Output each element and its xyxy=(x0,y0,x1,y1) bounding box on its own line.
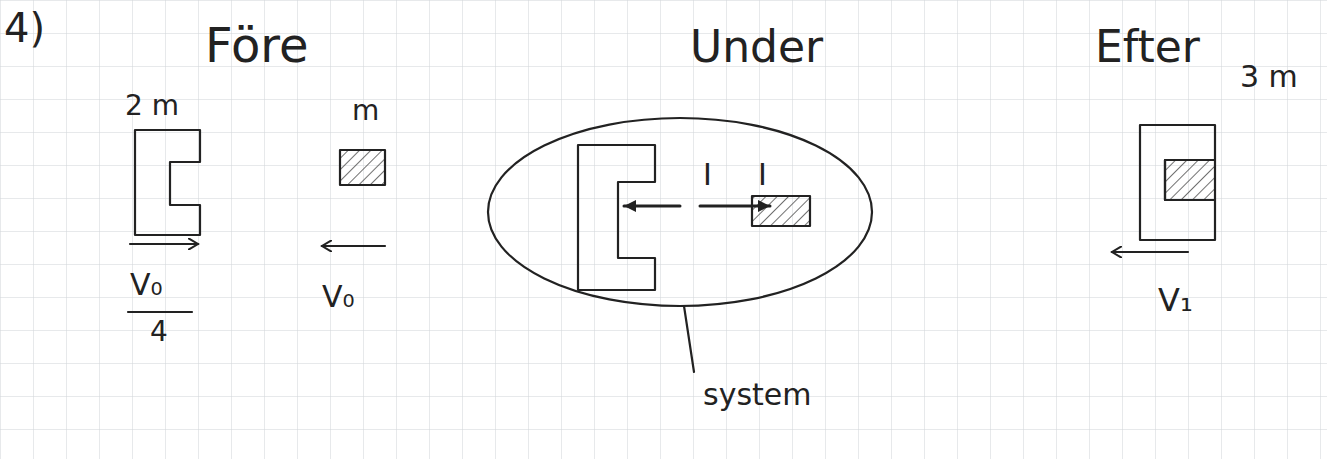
system-label: system xyxy=(703,378,811,413)
problem-number: 4) xyxy=(4,5,45,51)
system-boundary xyxy=(488,118,872,306)
small-block xyxy=(340,150,385,185)
mass-label: 3 m xyxy=(1240,60,1298,95)
stage-heading: Före xyxy=(205,18,308,73)
stage-heading: Under xyxy=(690,22,823,73)
mass-label: m xyxy=(352,95,379,127)
mass-label: 2 m xyxy=(125,90,179,122)
force-arrow xyxy=(700,205,770,208)
velocity-arrow xyxy=(130,243,198,245)
small-block xyxy=(752,196,810,226)
large-block xyxy=(135,130,200,235)
velocity-arrow xyxy=(322,245,385,247)
fraction-bar xyxy=(128,311,192,313)
small-block xyxy=(1165,160,1215,200)
velocity-label: V₀ xyxy=(130,268,163,303)
velocity-label: V₀ xyxy=(322,280,355,315)
velocity-label: V₁ xyxy=(1158,282,1193,319)
velocity-label: 4 xyxy=(150,316,168,348)
impulse-label: I xyxy=(703,158,712,193)
large-block xyxy=(578,145,655,290)
velocity-arrow xyxy=(1112,251,1188,253)
leader-line xyxy=(684,306,694,372)
stage-heading: Efter xyxy=(1095,22,1200,73)
impulse-label: I xyxy=(758,158,767,193)
force-arrow xyxy=(624,205,680,208)
combined-block xyxy=(1140,125,1215,240)
